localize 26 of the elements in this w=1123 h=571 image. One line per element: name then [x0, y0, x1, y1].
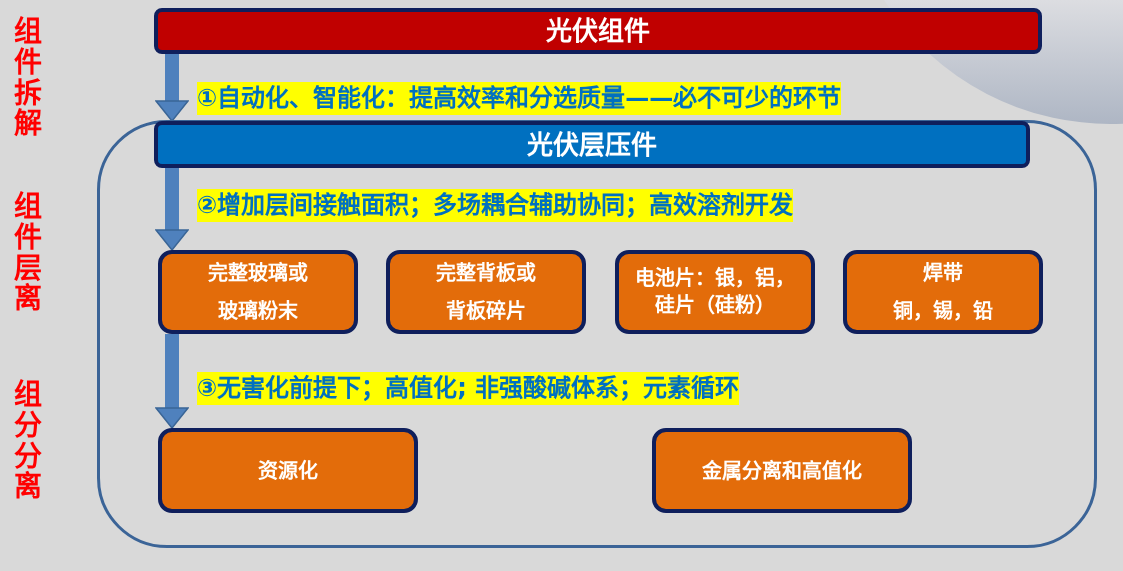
process-box — [158, 428, 418, 513]
arrow — [155, 54, 189, 122]
process-box — [158, 250, 358, 334]
edge-label: ②增加层间接触面积；多场耦合辅助协同；高效溶剂开发 — [197, 189, 794, 222]
edge-label: ①自动化、智能化：提高效率和分选质量——必不可少的环节 — [197, 82, 842, 115]
title-bar — [154, 8, 1042, 54]
process-box — [386, 250, 586, 334]
stage-label: 组件层离 — [14, 192, 42, 316]
process-box — [843, 250, 1043, 334]
process-bar — [154, 121, 1030, 168]
box-label: 焊带 — [923, 260, 963, 287]
edge-label: ③无害化前提下；高值化; 非强酸碱体系；元素循环 — [197, 372, 740, 405]
box-label: 完整背板或背板碎片 — [435, 260, 537, 325]
bar-title: 光伏组件 — [546, 16, 650, 46]
box-label: 资源化 — [258, 457, 318, 485]
arrow — [155, 334, 189, 429]
box-label: 电池片：银，铝，硅片（硅粉） — [634, 265, 796, 319]
stage-label: 组分分离 — [14, 380, 42, 504]
box-label: 金属分离和高值化 — [702, 457, 862, 485]
process-box — [652, 428, 912, 513]
process-box — [615, 250, 815, 334]
arrow — [155, 168, 189, 251]
box-label: 完整玻璃或玻璃粉末 — [207, 260, 309, 325]
stage-label: 组件拆解 — [14, 17, 42, 141]
box-label: 铜，锡，铅 — [893, 298, 993, 325]
bar-title: 光伏层压件 — [527, 129, 657, 160]
